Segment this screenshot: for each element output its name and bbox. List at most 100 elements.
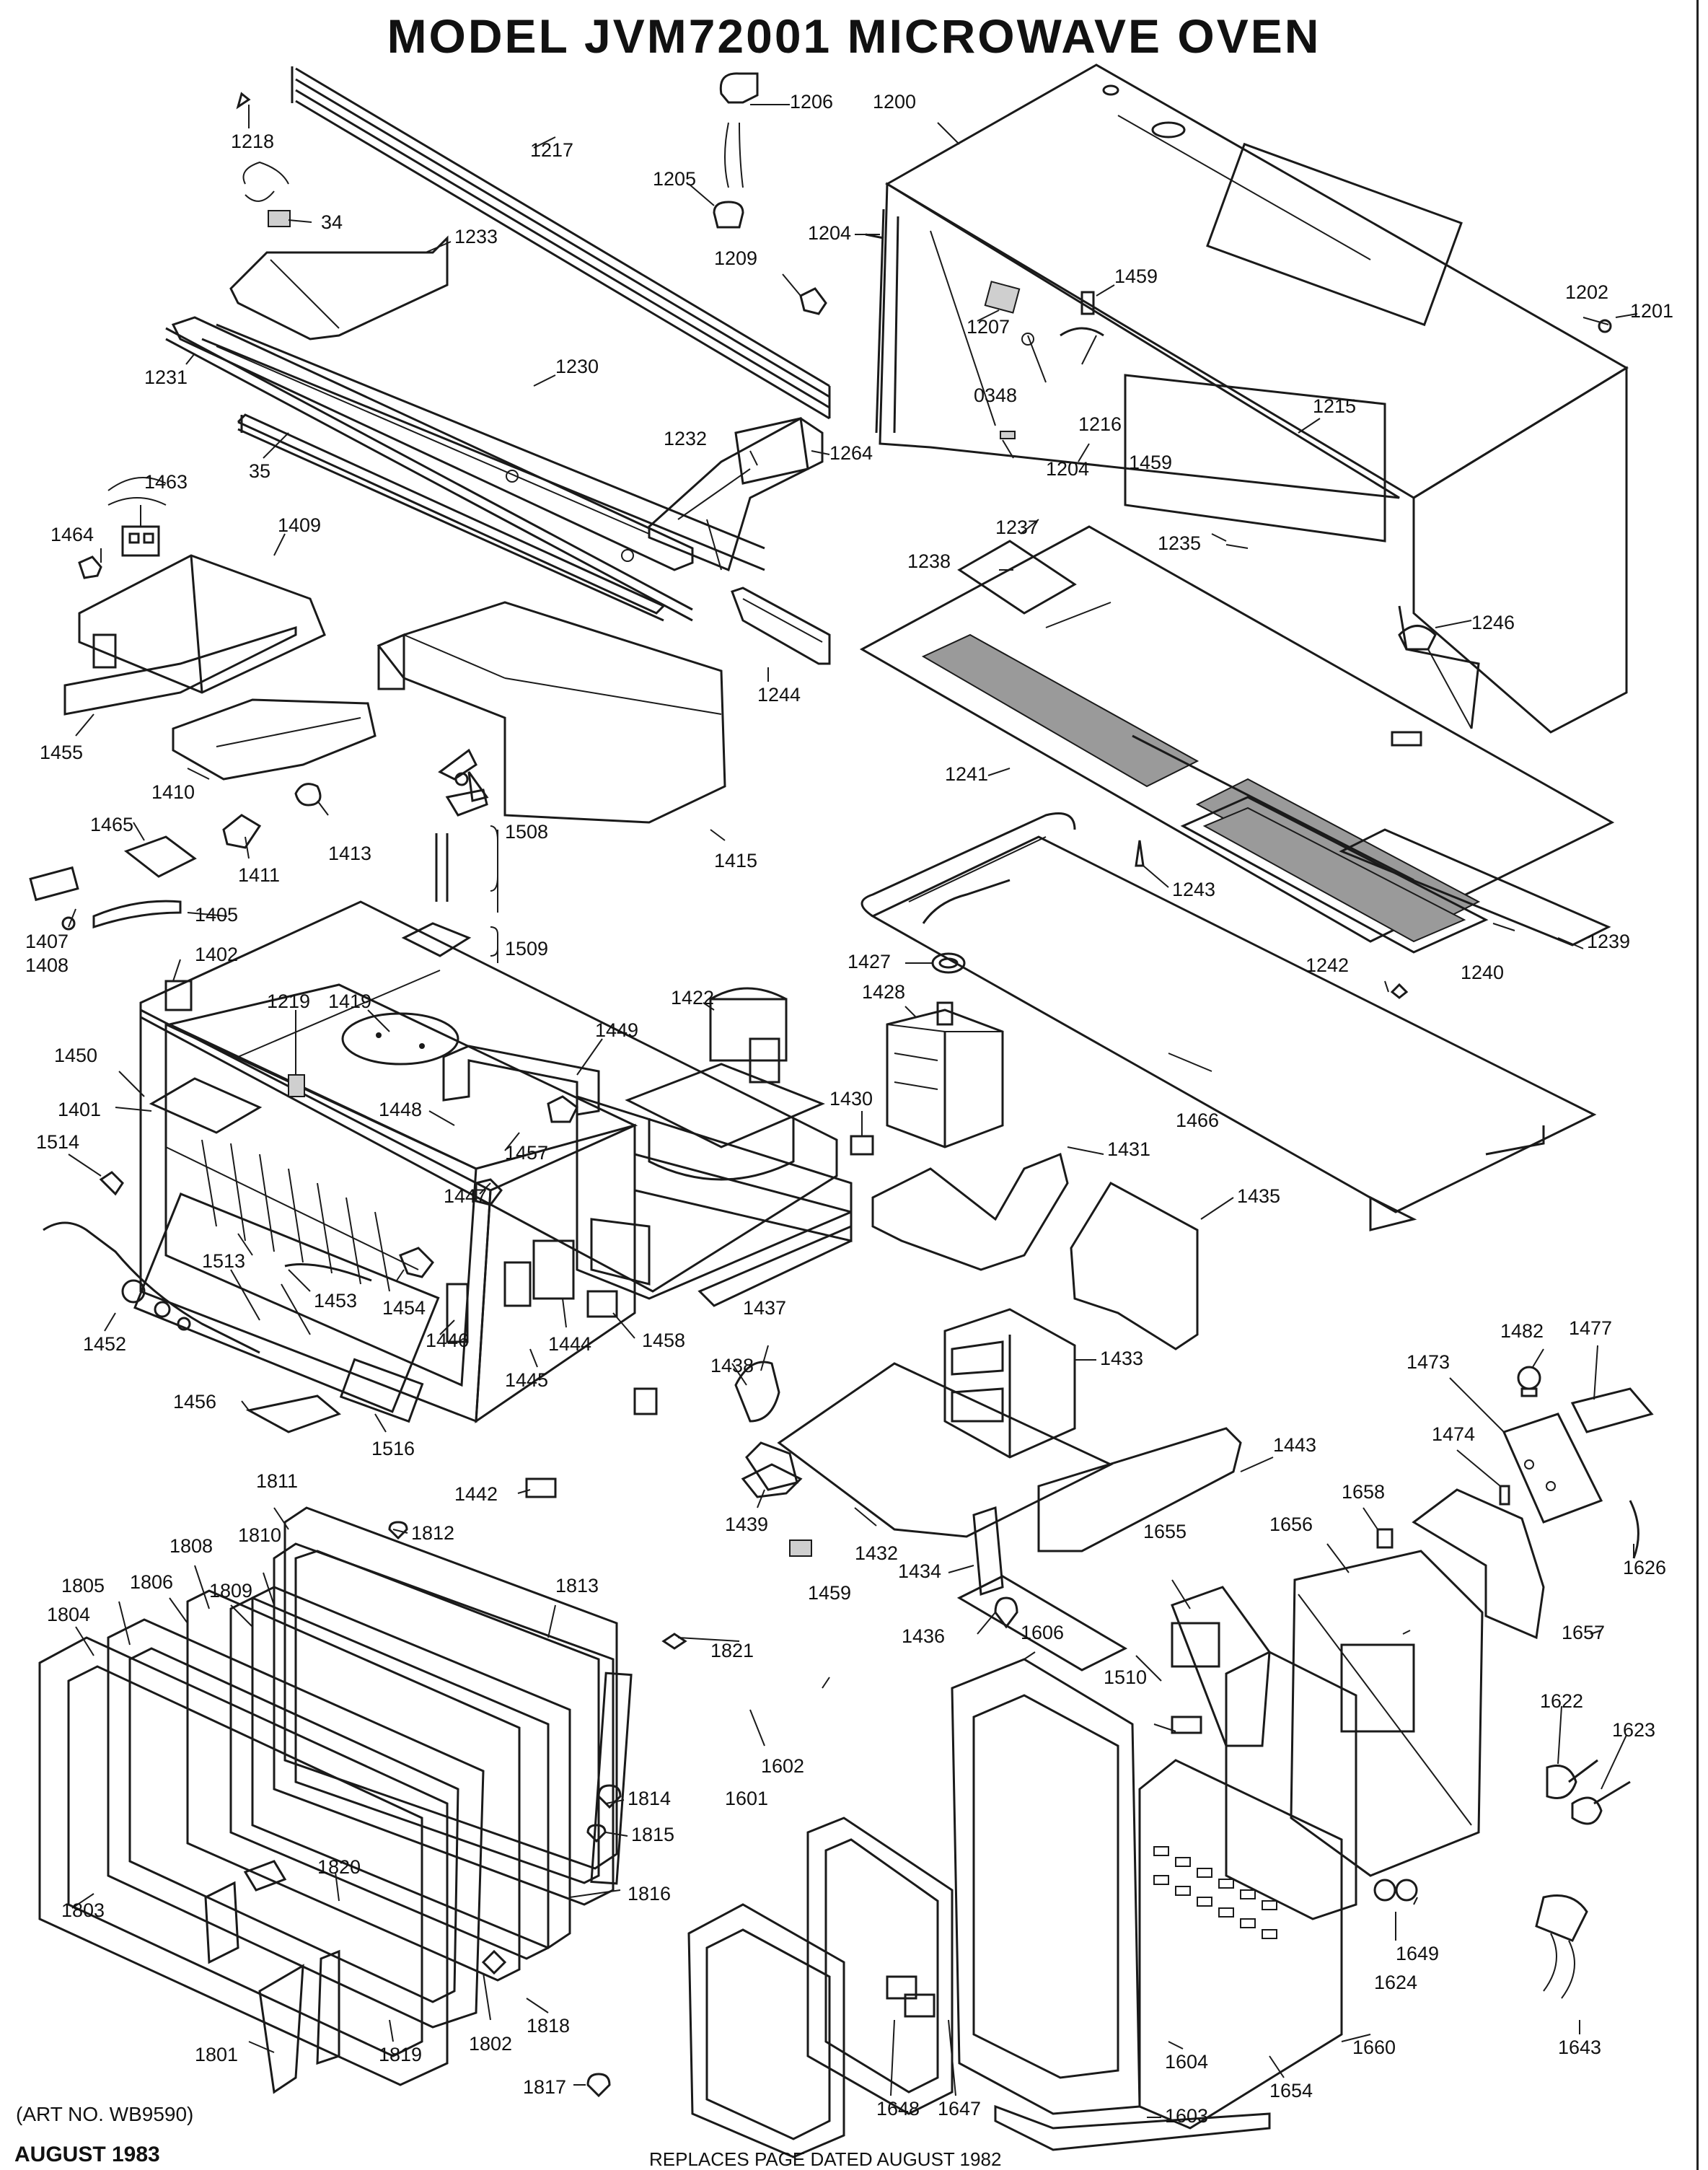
label-1405: 1405	[195, 904, 239, 926]
label-1438: 1438	[710, 1355, 754, 1376]
label-1205: 1205	[653, 168, 697, 190]
label-1606: 1606	[1021, 1622, 1065, 1643]
label-1602: 1602	[761, 1755, 805, 1777]
label-1452: 1452	[83, 1333, 127, 1355]
label-1806: 1806	[130, 1571, 174, 1593]
interlock-switches	[446, 1095, 658, 1415]
label-1623: 1623	[1612, 1719, 1656, 1741]
bracket-1508	[490, 825, 498, 892]
label-1422: 1422	[671, 987, 715, 1009]
thermal-1430	[850, 1135, 874, 1156]
page-edge-line	[1696, 0, 1699, 2170]
label-1660: 1660	[1352, 2037, 1396, 2058]
label-1816: 1816	[628, 1883, 672, 1905]
label-1820: 1820	[317, 1856, 361, 1878]
label-1801: 1801	[195, 2044, 239, 2065]
label-1648: 1648	[876, 2098, 920, 2120]
label-1803: 1803	[61, 1899, 105, 1921]
label-1408: 1408	[25, 954, 69, 976]
label-1482: 1482	[1500, 1320, 1544, 1342]
label-1411: 1411	[238, 864, 281, 886]
label-1264: 1264	[829, 442, 873, 464]
label-1218: 1218	[231, 131, 275, 152]
label-1240: 1240	[1461, 962, 1505, 983]
chassis-base	[576, 1094, 853, 1307]
bracket-1244	[731, 587, 831, 665]
label-1442: 1442	[454, 1483, 498, 1505]
label-1459-top: 1459	[1114, 265, 1158, 287]
label-1456: 1456	[173, 1391, 217, 1413]
cord-and-small-parts	[43, 1171, 503, 1354]
label-1804: 1804	[47, 1604, 91, 1625]
bracket-1434	[972, 1506, 1004, 1596]
diagram-title: MODEL JVM72001 MICROWAVE OVEN	[387, 9, 1321, 63]
screw-1243	[1135, 840, 1145, 867]
issue-date: AUGUST 1983	[14, 2143, 160, 2166]
label-1402: 1402	[195, 944, 239, 965]
label-1401: 1401	[58, 1099, 102, 1120]
label-1812: 1812	[411, 1522, 455, 1544]
label-1455: 1455	[40, 742, 84, 763]
label-1647: 1647	[938, 2098, 982, 2120]
filter-tray	[859, 525, 1615, 943]
gasket-ring	[931, 952, 966, 974]
label-1238: 1238	[907, 550, 951, 572]
label-1643: 1643	[1558, 2037, 1602, 2058]
grille-assembly	[165, 235, 765, 622]
part-1439	[741, 1463, 803, 1498]
label-1200: 1200	[873, 91, 917, 113]
label-1814: 1814	[628, 1788, 672, 1809]
label-1458: 1458	[642, 1330, 686, 1351]
label-1459-mid: 1459	[1129, 452, 1173, 473]
label-1430: 1430	[829, 1088, 873, 1110]
label-1410: 1410	[151, 781, 195, 803]
door-assembly	[38, 1506, 687, 2098]
label-0348: 0348	[974, 385, 1018, 406]
grease-filter	[1180, 796, 1489, 954]
label-34: 34	[321, 211, 343, 233]
label-1433: 1433	[1100, 1348, 1144, 1369]
label-1235: 1235	[1158, 532, 1202, 554]
label-1431: 1431	[1107, 1138, 1151, 1160]
vent-bracket	[648, 417, 824, 572]
label-1658: 1658	[1342, 1481, 1386, 1503]
panel-1239	[1339, 828, 1611, 946]
label-1805: 1805	[61, 1575, 105, 1596]
label-1409: 1409	[278, 514, 322, 536]
label-1657: 1657	[1562, 1622, 1606, 1643]
label-1477: 1477	[1569, 1317, 1613, 1339]
label-1603: 1603	[1165, 2105, 1209, 2127]
label-1202: 1202	[1565, 281, 1609, 303]
label-1655: 1655	[1143, 1521, 1187, 1542]
label-1802: 1802	[469, 2033, 513, 2055]
label-1509: 1509	[505, 938, 549, 959]
label-35: 35	[249, 460, 271, 482]
label-1516: 1516	[371, 1438, 415, 1459]
label-1516	[339, 1358, 424, 1423]
label-1407: 1407	[25, 931, 69, 952]
bracket-1509	[490, 926, 498, 957]
switch-1459-lower	[789, 1539, 812, 1557]
label-1241: 1241	[945, 763, 989, 785]
label-1216: 1216	[1078, 413, 1122, 435]
label-1244: 1244	[757, 684, 801, 706]
label-1459-bottom: 1459	[808, 1582, 852, 1604]
replaces-note: REPLACES PAGE DATED AUGUST 1982	[649, 2148, 1002, 2170]
stirrer-motor	[625, 987, 825, 1181]
label-1446: 1446	[426, 1330, 470, 1351]
screw-1436	[994, 1596, 1018, 1629]
magnetron	[886, 1001, 1004, 1148]
label-1231: 1231	[144, 366, 188, 388]
label-1243: 1243	[1172, 879, 1216, 900]
label-1233: 1233	[454, 226, 498, 247]
label-1450: 1450	[54, 1045, 98, 1066]
label-1601: 1601	[725, 1788, 769, 1809]
label-1454: 1454	[382, 1297, 426, 1319]
label-1656: 1656	[1269, 1514, 1313, 1535]
label-1819: 1819	[379, 2044, 423, 2065]
label-1204: 1204	[808, 222, 852, 244]
label-1464: 1464	[50, 524, 94, 545]
label-1444: 1444	[548, 1333, 592, 1355]
label-1209: 1209	[714, 247, 758, 269]
leader-lines	[68, 104, 1638, 2118]
